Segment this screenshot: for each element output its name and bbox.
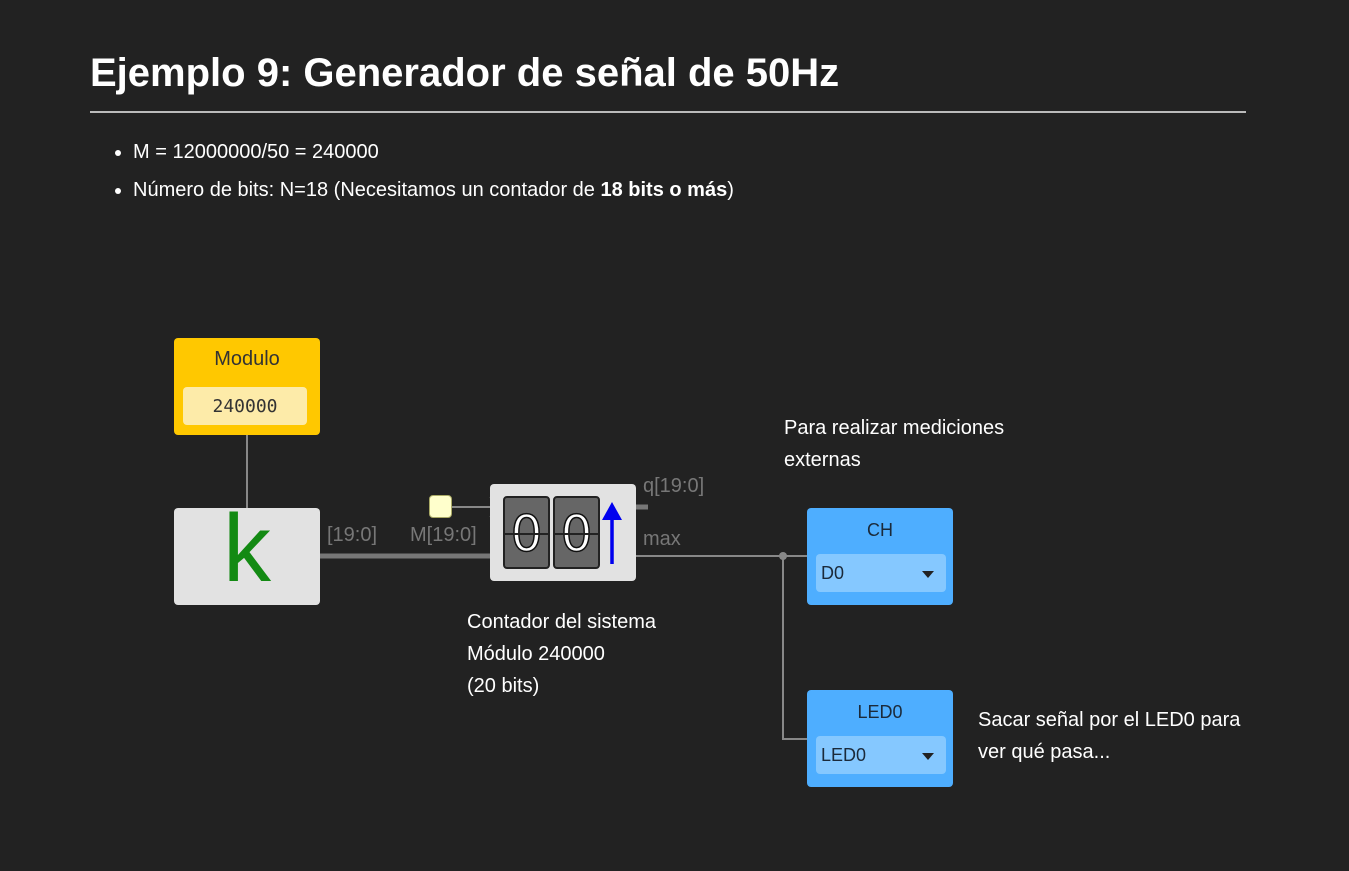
constant-k-block[interactable]: k — [174, 495, 320, 605]
chevron-down-icon — [922, 753, 934, 760]
bullet-item: M = 12000000/50 = 240000 — [133, 140, 734, 165]
up-arrow-icon — [602, 502, 622, 564]
modulo-constant-block[interactable]: Modulo 240000 — [174, 338, 320, 435]
bullet-text: ) — [727, 179, 734, 201]
bullet-text: Número de bits: N=18 (Necesitamos un con… — [133, 179, 601, 201]
counter-note: Contador del sistema Módulo 240000 (20 b… — [467, 611, 656, 697]
bullet-bold-text: 18 bits o más — [600, 179, 728, 201]
wire-label-q: q[19:0] — [643, 475, 705, 497]
led-label: LED0 — [857, 702, 903, 722]
counter-digit-tile: 0 — [503, 496, 550, 569]
slide-title: Ejemplo 9: Generador de señal de 50Hz — [90, 51, 840, 95]
modulo-value-field[interactable]: 240000 — [183, 387, 307, 425]
ch-output-block[interactable]: CH D0 — [807, 508, 953, 605]
led-pin-select[interactable]: LED0 — [816, 736, 946, 774]
counter-digit-tile: 0 — [553, 496, 600, 569]
counter-icon: 0 0 — [503, 496, 622, 569]
wire-to-led — [782, 556, 807, 740]
led-selected-value: LED0 — [821, 745, 867, 765]
clock-input-box[interactable] — [429, 495, 452, 518]
led-output-block[interactable]: LED0 LED0 — [807, 690, 953, 787]
measure-note: Para realizar mediciones externas — [784, 417, 1005, 471]
bullet-text: M = 12000000/50 = 240000 — [133, 141, 379, 163]
k-symbol: k — [223, 495, 271, 602]
ch-label: CH — [867, 520, 893, 540]
wire-label-const-out: [19:0] — [327, 524, 378, 546]
wire-label-max: max — [643, 528, 681, 550]
ch-pin-select[interactable]: D0 — [816, 554, 946, 592]
led-note: Sacar señal por el LED0 para ver qué pas… — [978, 709, 1241, 763]
modulo-label: Modulo — [214, 348, 280, 370]
chevron-down-icon — [922, 571, 934, 578]
bullet-item: Número de bits: N=18 (Necesitamos un con… — [133, 178, 734, 203]
wire-label-counter-in: M[19:0] — [410, 524, 477, 546]
ch-selected-value: D0 — [821, 563, 845, 583]
title-divider — [90, 111, 1246, 113]
bullet-list: M = 12000000/50 = 240000 Número de bits:… — [90, 140, 734, 216]
counter-block[interactable]: 0 0 — [490, 484, 636, 581]
